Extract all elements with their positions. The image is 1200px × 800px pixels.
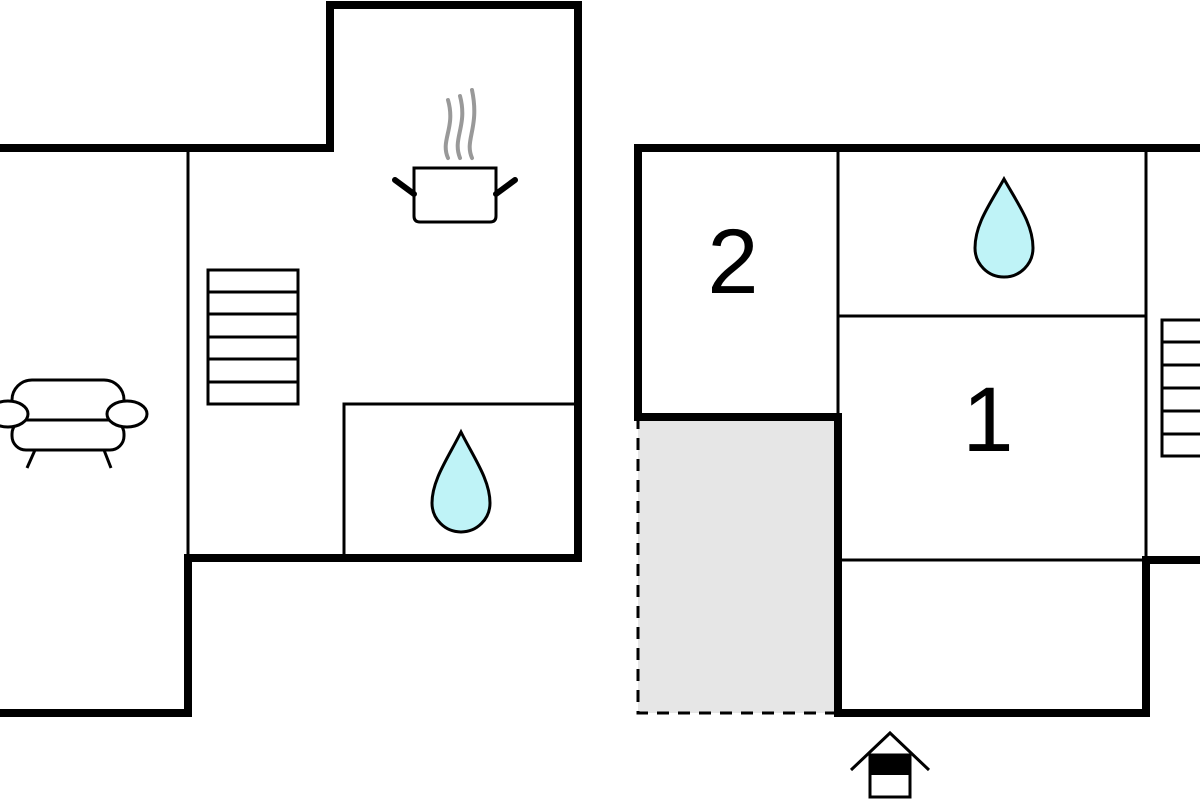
bathroom-drop-icon bbox=[430, 428, 492, 534]
outer-wall-right-floor bbox=[634, 144, 1200, 717]
stairs-icon bbox=[1160, 318, 1200, 458]
partition-bathroom-left bbox=[342, 402, 578, 558]
entrance-icon bbox=[849, 730, 931, 799]
right-floor bbox=[634, 144, 1200, 717]
sofa-icon bbox=[0, 378, 149, 469]
terrace-area bbox=[638, 417, 836, 713]
outer-wall-left-floor bbox=[0, 1, 582, 717]
room-label-2: 2 bbox=[707, 211, 758, 313]
stairs-icon bbox=[206, 268, 300, 406]
cooking-pot-icon bbox=[392, 88, 518, 224]
left-floor bbox=[0, 1, 582, 717]
bathroom-drop-icon bbox=[973, 175, 1035, 279]
room-label-1: 1 bbox=[962, 369, 1013, 471]
terrace-dashed-outline bbox=[636, 417, 836, 715]
